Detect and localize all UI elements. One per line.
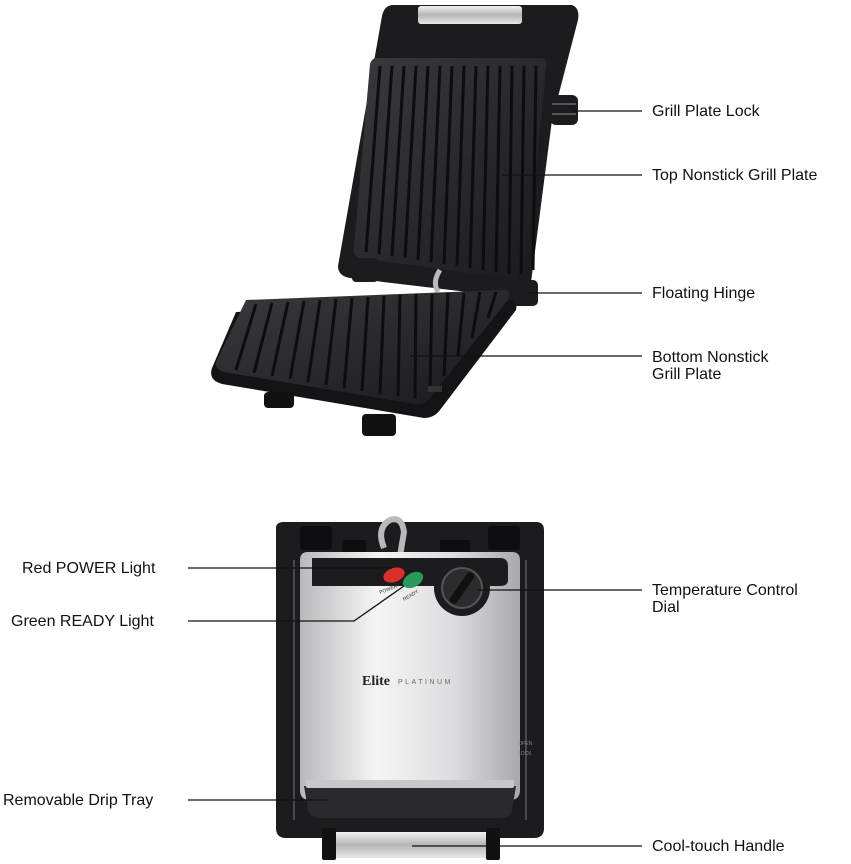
label-bottom-grill-plate-line2: Grill Plate bbox=[652, 366, 722, 383]
closed-grill-illustration: POWER READY Elite PLATINUM OPEN LOCK bbox=[276, 516, 544, 860]
front-foot-left bbox=[264, 392, 294, 408]
cool-touch-handle bbox=[332, 832, 490, 858]
brand-logo: Elite bbox=[362, 674, 390, 689]
lid-handle bbox=[418, 6, 522, 24]
leader-green-light bbox=[188, 585, 405, 622]
label-floating-hinge: Floating Hinge bbox=[652, 285, 756, 302]
front-foot-right bbox=[362, 414, 396, 436]
label-bottom-grill-plate-line1: Bottom Nonstick bbox=[652, 349, 769, 366]
red-power-light bbox=[383, 567, 405, 583]
side-open-mark: OPEN bbox=[518, 741, 533, 747]
top-leader-lines bbox=[410, 110, 642, 357]
label-top-grill-plate: Top Nonstick Grill Plate bbox=[652, 167, 818, 184]
top-plate-ribs bbox=[364, 65, 538, 275]
left-hinge bbox=[352, 258, 378, 282]
drip-tray bbox=[304, 786, 516, 818]
side-lock-mark: LOCK bbox=[518, 751, 532, 757]
open-grill-illustration bbox=[211, 5, 579, 436]
green-ready-light bbox=[402, 571, 424, 589]
label-temperature-dial-line2: Dial bbox=[652, 599, 680, 616]
label-grill-plate-lock: Grill Plate Lock bbox=[652, 103, 760, 120]
plate-lock-knob bbox=[550, 95, 578, 125]
bottom-leader-lines bbox=[188, 567, 642, 847]
label-red-power-light: Red POWER Light bbox=[22, 560, 156, 577]
label-temperature-dial-line1: Temperature Control bbox=[652, 582, 798, 599]
sub-brand-logo: PLATINUM bbox=[398, 679, 453, 686]
label-bottom-grill-plate: Bottom Nonstick Grill Plate bbox=[652, 349, 768, 383]
label-green-ready-light: Green READY Light bbox=[11, 613, 154, 630]
label-cool-touch-handle: Cool-touch Handle bbox=[652, 838, 785, 855]
side-lock-slider bbox=[532, 736, 544, 758]
label-temperature-dial: Temperature Control Dial bbox=[652, 582, 798, 616]
label-drip-tray: Removable Drip Tray bbox=[3, 792, 154, 809]
bottom-plate-ribs bbox=[234, 291, 498, 399]
